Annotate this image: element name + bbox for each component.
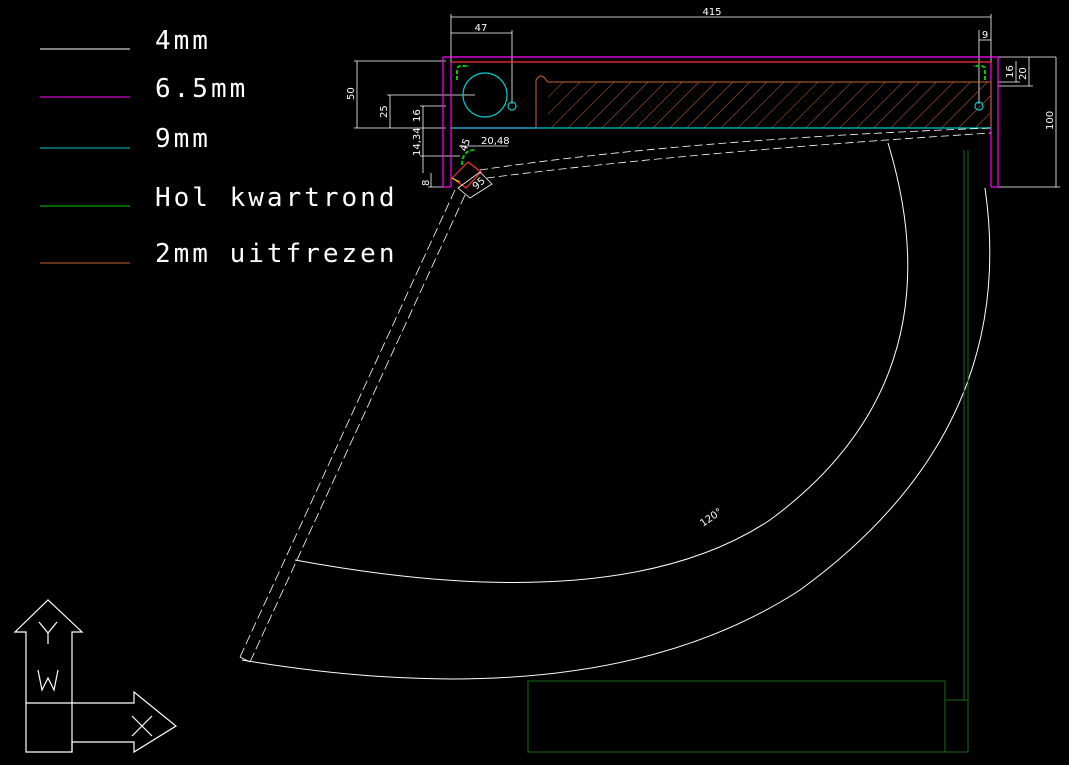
- quarter-round-left: [456, 65, 469, 80]
- dim-text-47: 47: [475, 23, 488, 34]
- legend: 4mm 6.5mm 9mm Hol kwartrond 2mm uitfreze…: [40, 26, 398, 269]
- dim-text-angle: 120°: [698, 507, 724, 530]
- ucs-letters: [37, 621, 153, 737]
- base-block: [527, 680, 946, 753]
- door-open-inner: [249, 194, 466, 663]
- legend-label-hol-kwartrond: Hol kwartrond: [155, 183, 398, 213]
- door-closed-top: [479, 127, 992, 171]
- swing-arc-outer: [241, 187, 991, 680]
- dim-text-16-right: 16: [1005, 65, 1016, 78]
- dim-text-20-48: 20,48: [481, 136, 510, 147]
- hinge-plate: [457, 171, 493, 199]
- hinge-yellow-mark: [451, 177, 461, 183]
- hatched-panel: [535, 75, 992, 129]
- dim-text-415: 415: [702, 7, 721, 18]
- door-closed-bottom: [486, 132, 992, 179]
- dim-text-50: 50: [346, 87, 357, 100]
- base-block-side: [944, 699, 969, 753]
- legend-label-2mm-uitfrezen: 2mm uitfrezen: [155, 239, 398, 269]
- ucs-letter-y: [38, 621, 58, 644]
- hinge-white: [451, 171, 493, 199]
- dim-text-8: 8: [421, 180, 432, 186]
- dark-green-elements: [527, 150, 969, 753]
- screw-hole-left: [507, 101, 517, 111]
- panel-hatch: [548, 82, 991, 128]
- hinge-block: [451, 161, 482, 189]
- dim-text-95: 95: [471, 176, 488, 193]
- left-dimensions: [354, 60, 508, 188]
- ucs-letter-x: [131, 715, 153, 737]
- dim-text-9: 9: [982, 30, 988, 41]
- legend-label-4mm: 4mm: [155, 26, 211, 56]
- right-dimensions: [998, 56, 1060, 188]
- cyan-elements: [451, 72, 991, 129]
- dim-text-16-left: 16: [412, 109, 423, 122]
- ucs-outline: [13, 599, 178, 754]
- legend-label-6-5mm: 6.5mm: [155, 74, 248, 104]
- dim-text-25: 25: [379, 105, 390, 118]
- legend-label-9mm: 9mm: [155, 124, 211, 154]
- quarter-round-right: [973, 65, 986, 80]
- dim-text-14-34: 14,34: [412, 127, 423, 156]
- door-open-outer: [239, 189, 456, 658]
- hinge-cup-circle: [462, 72, 508, 118]
- door-closed: [479, 127, 992, 179]
- ucs-letter-w: [37, 669, 59, 692]
- screw-hole-right: [974, 101, 984, 111]
- dim-text-100: 100: [1045, 111, 1056, 130]
- swing-arc-inner: [294, 142, 909, 583]
- ucs-icon: [13, 599, 178, 754]
- swing-arcs: [241, 142, 991, 680]
- dim-text-20-right: 20: [1018, 67, 1029, 80]
- hinge-red-block: [451, 161, 482, 189]
- quarter-round-markers: [456, 65, 986, 166]
- quarter-round-hinge: [461, 149, 476, 166]
- dim-text-45: 45: [458, 137, 473, 153]
- panel-outline: [535, 75, 992, 129]
